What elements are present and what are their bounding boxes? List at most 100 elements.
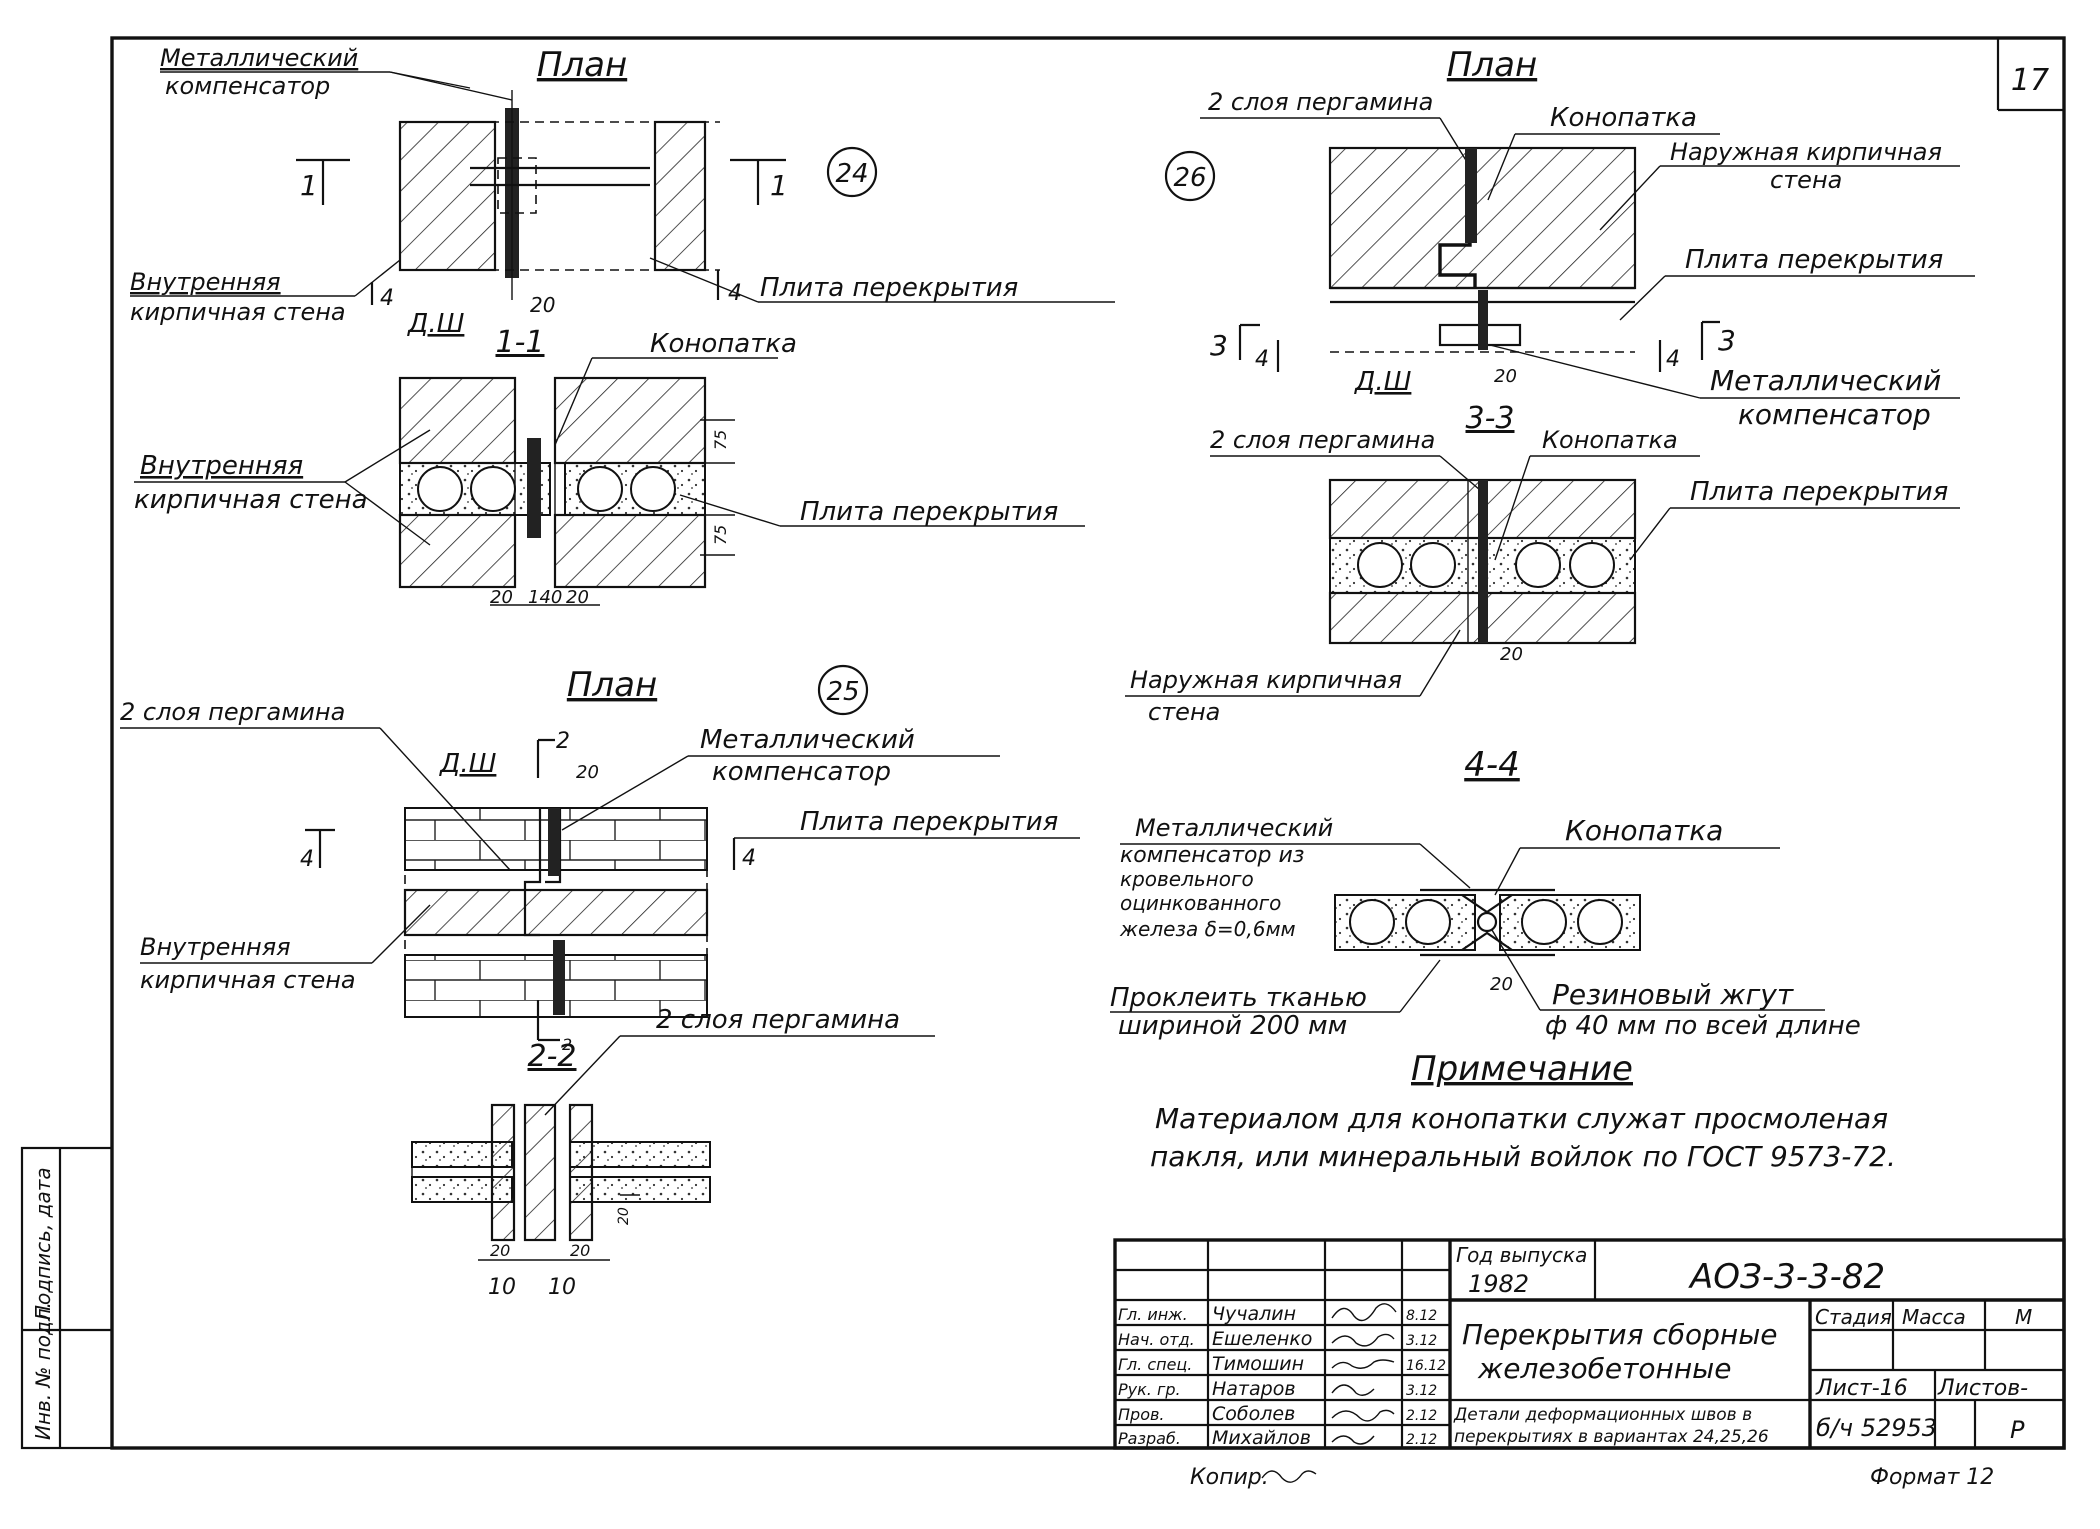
section-44-metal-5: железа δ=0,6мм [1119,917,1296,941]
detail-25-plan-title: План [567,665,657,705]
detail-24-number-circle [826,146,878,198]
detail-25-dim-b2: 20 [570,1241,590,1260]
section-44-dim-20: 20 [1490,974,1513,995]
detail-26-dim-20: 20 [1494,366,1517,387]
note-line-1: Материалом для конопатки служат просмоле… [1155,1102,1888,1135]
detail-24-wall2-label-1: Внутренняя [140,451,303,481]
detail-24-dim-b2: 140 [528,587,562,608]
detail-24-dim-75a: 75 [711,430,730,450]
detail-25-pergamin-label: 2 слоя пергамина [120,698,345,726]
tb-name-4: Натаров [1212,1378,1296,1400]
sheet-frame: 17 [110,36,2066,1450]
tb-date-4: 3.12 [1406,1383,1437,1399]
detail-26-plan-title: План [1447,45,1537,85]
tb-role-5: Пров. [1118,1405,1165,1424]
detail-25-pergamin2-label: 2 слоя пергамина [656,1005,900,1035]
tb-sheet-label: Лист-16 [1815,1376,1908,1401]
tb-code: АОЗ-3-3-82 [1688,1257,1885,1297]
signature-3 [1331,1359,1395,1369]
detail-26-pergamin-label: 2 слоя пергамина [1208,88,1433,116]
title-block: Год выпуска 1982 АОЗ-3-3-82 Стадия Масса… [1113,1238,2066,1490]
detail-24-dim-20: 20 [530,293,555,317]
tb-name-2: Ешеленко [1212,1328,1312,1350]
detail-25-dim-20: 20 [576,762,599,783]
detail-25-dim-b1: 20 [490,1241,510,1260]
side-stamp-sign: Подпись, дата [31,1167,55,1320]
tb-date-5: 2.12 [1406,1408,1437,1424]
detail-26-mark-4-left: 4 [1255,347,1269,372]
tb-title-main-1: Перекрытия сборные [1462,1318,1778,1351]
section-44-fabric-2: шириной 200 мм [1118,1011,1347,1041]
detail-26-number-circle [1164,150,1216,202]
detail-24-dim-ds: Д.Ш [407,309,465,339]
signature-6 [1331,1435,1375,1445]
detail-24: План Металлический компенсатор 1 1 24 Вн… [130,44,1115,608]
page-number: 17 [2011,63,2049,98]
tb-name-3: Тимошин [1212,1353,1304,1375]
note-block: Примечание Материалом для конопатки служ… [1150,1049,1896,1173]
tb-date-2: 3.12 [1406,1333,1437,1349]
section-44-fabric-1: Проклеить тканью [1110,983,1367,1013]
detail-25-wall-label-2: кирпичная стена [140,966,356,994]
section-44-metal-4: оцинкованного [1120,891,1281,915]
detail-24-dim-75b: 75 [711,525,730,545]
tb-role-2: Нач. отд. [1118,1330,1195,1349]
detail-24-mark-1-right: 1 [770,169,788,202]
detail-26-mark-4-right: 4 [1666,347,1680,372]
section-44-metal-2: компенсатор из [1120,843,1304,868]
tb-format: Формат 12 [1870,1465,1994,1490]
tb-date-1: 8.12 [1406,1308,1437,1324]
detail-25-ds-label: Д.Ш [439,749,497,779]
detail-24-slab-label: Плита перекрытия [760,273,1018,303]
section-44-rubber-1: Резиновый жгут [1552,978,1794,1011]
detail-25-dim-b3: 10 [488,1275,516,1300]
signature-1 [1331,1303,1397,1322]
detail-24-dim-b1: 20 [490,587,513,608]
detail-25-dim-b4: 10 [548,1275,576,1300]
tb-title-sub-1: Детали деформационных швов в [1453,1405,1752,1425]
tb-scale-label: М [2015,1305,2032,1329]
detail-24-metal-label-1: Металлический [160,44,358,72]
section-44-metal-3: кровельного [1120,867,1254,891]
detail-24-slab2-label: Плита перекрытия [800,497,1058,527]
detail-24-number: 24 [835,159,868,189]
detail-26-slab-label: Плита перекрытия [1685,245,1943,275]
tb-year-label: Год выпуска [1456,1243,1587,1267]
detail-24-dim-b3: 20 [566,587,589,608]
tb-title-sub-2: перекрытиях в вариантах 24,25,26 [1454,1427,1769,1447]
detail-25-number-circle [817,664,869,716]
detail-26-section-title: 3-3 [1466,401,1515,436]
detail-26-caulk2-label: Конопатка [1542,426,1678,454]
tb-name-5: Соболев [1212,1403,1295,1425]
detail-25-mark-4-right: 4 [742,846,756,871]
tb-role-4: Рук. гр. [1118,1380,1181,1399]
detail-24-caulk-label: Конопатка [650,329,797,359]
tb-stage-label: Стадия [1815,1305,1892,1329]
detail-26-dim-20b: 20 [1500,644,1523,665]
side-stamp: Инв. № подл. Подпись, дата [20,1146,114,1450]
signature-2 [1331,1333,1395,1347]
detail-24-plan-title: План [537,45,627,85]
detail-26-outer-wall-1: Наружная кирпичная [1670,138,1942,166]
tb-title-main-2: железобетонные [1477,1352,1731,1385]
tb-stage-value: Р [2010,1416,2025,1444]
tb-role-1: Гл. инж. [1118,1305,1188,1324]
section-44-title: 4-4 [1464,745,1520,785]
detail-25: План 25 2 слоя пергамина Д.Ш 2 20 Металл… [120,664,1080,1300]
detail-24-wall2-label-2: кирпичная стена [134,485,368,515]
section-4-4: 4-4 Металлический компенсатор из кровель… [1110,745,1861,1041]
tb-inventory: б/ч 52953 [1816,1414,1937,1442]
tb-mass-label: Масса [1902,1305,1966,1329]
tb-year: 1982 [1468,1270,1529,1298]
detail-25-mark-4-left: 4 [300,847,314,872]
detail-24-mark-1-left: 1 [300,169,318,202]
detail-25-mark-2: 2 [556,729,570,754]
detail-26-number: 26 [1173,163,1206,193]
detail-26-pergamin2-label: 2 слоя пергамина [1210,426,1435,454]
detail-24-metal-label-2: компенсатор [165,72,330,100]
detail-24-mark-4b: 4 [728,281,742,306]
detail-24-wall-label-1: Внутренняя [130,268,281,296]
detail-24-wall-label-2: кирпичная стена [130,298,346,326]
detail-26-metal-label-1: Металлический [1710,364,1941,397]
